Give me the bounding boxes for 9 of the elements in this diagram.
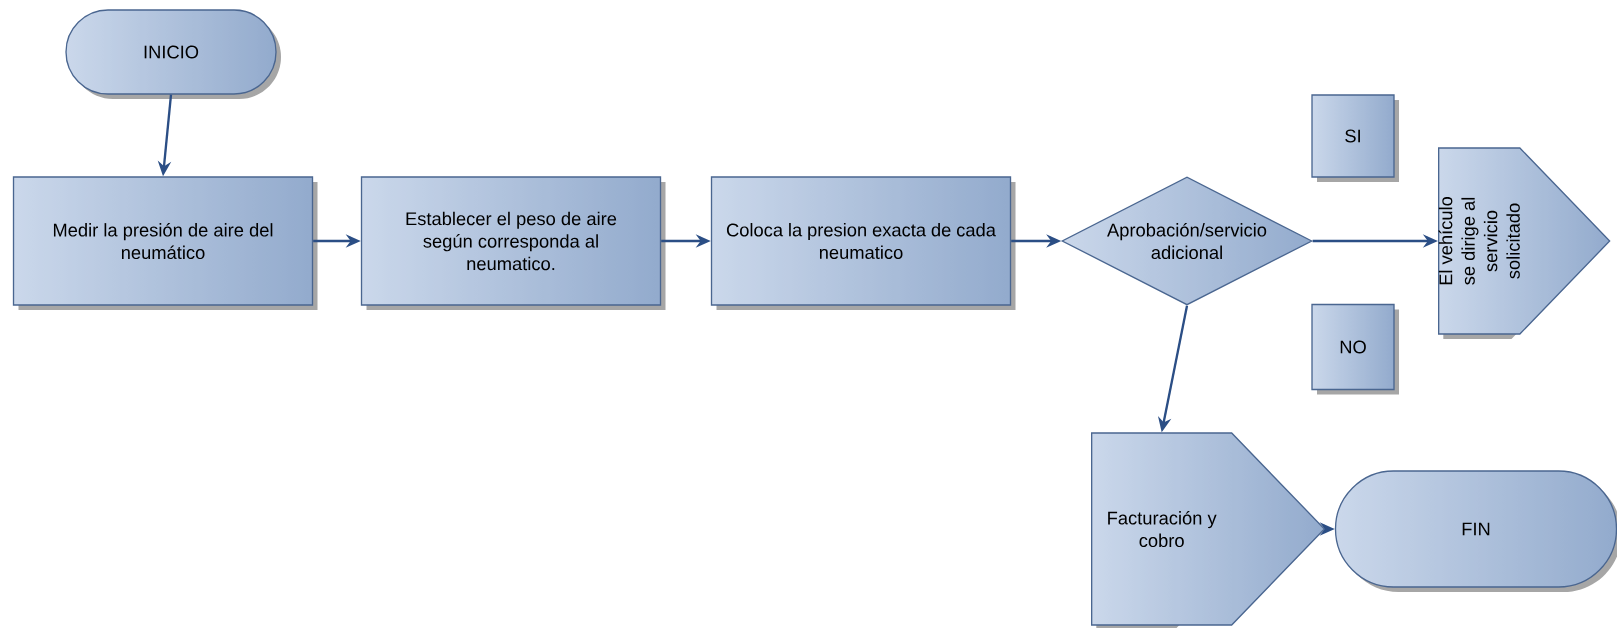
process-box: Coloca la presion exacta de cada neumatico <box>710 176 1016 310</box>
label-box: SI <box>1311 94 1399 182</box>
start-terminator: INICIO <box>65 9 281 99</box>
label-box: NO <box>1311 303 1399 395</box>
end-terminator: FIN <box>1334 470 1617 592</box>
offpage-connector: El vehículo se dirige al servicio solicitado <box>1438 147 1611 339</box>
process-box: Medir la presión de aire del neumático <box>12 176 318 310</box>
offpage-connector: Facturación y cobro <box>1091 432 1326 628</box>
process-box: Establecer el peso de aire según corresponda al neumatico. <box>360 176 666 310</box>
